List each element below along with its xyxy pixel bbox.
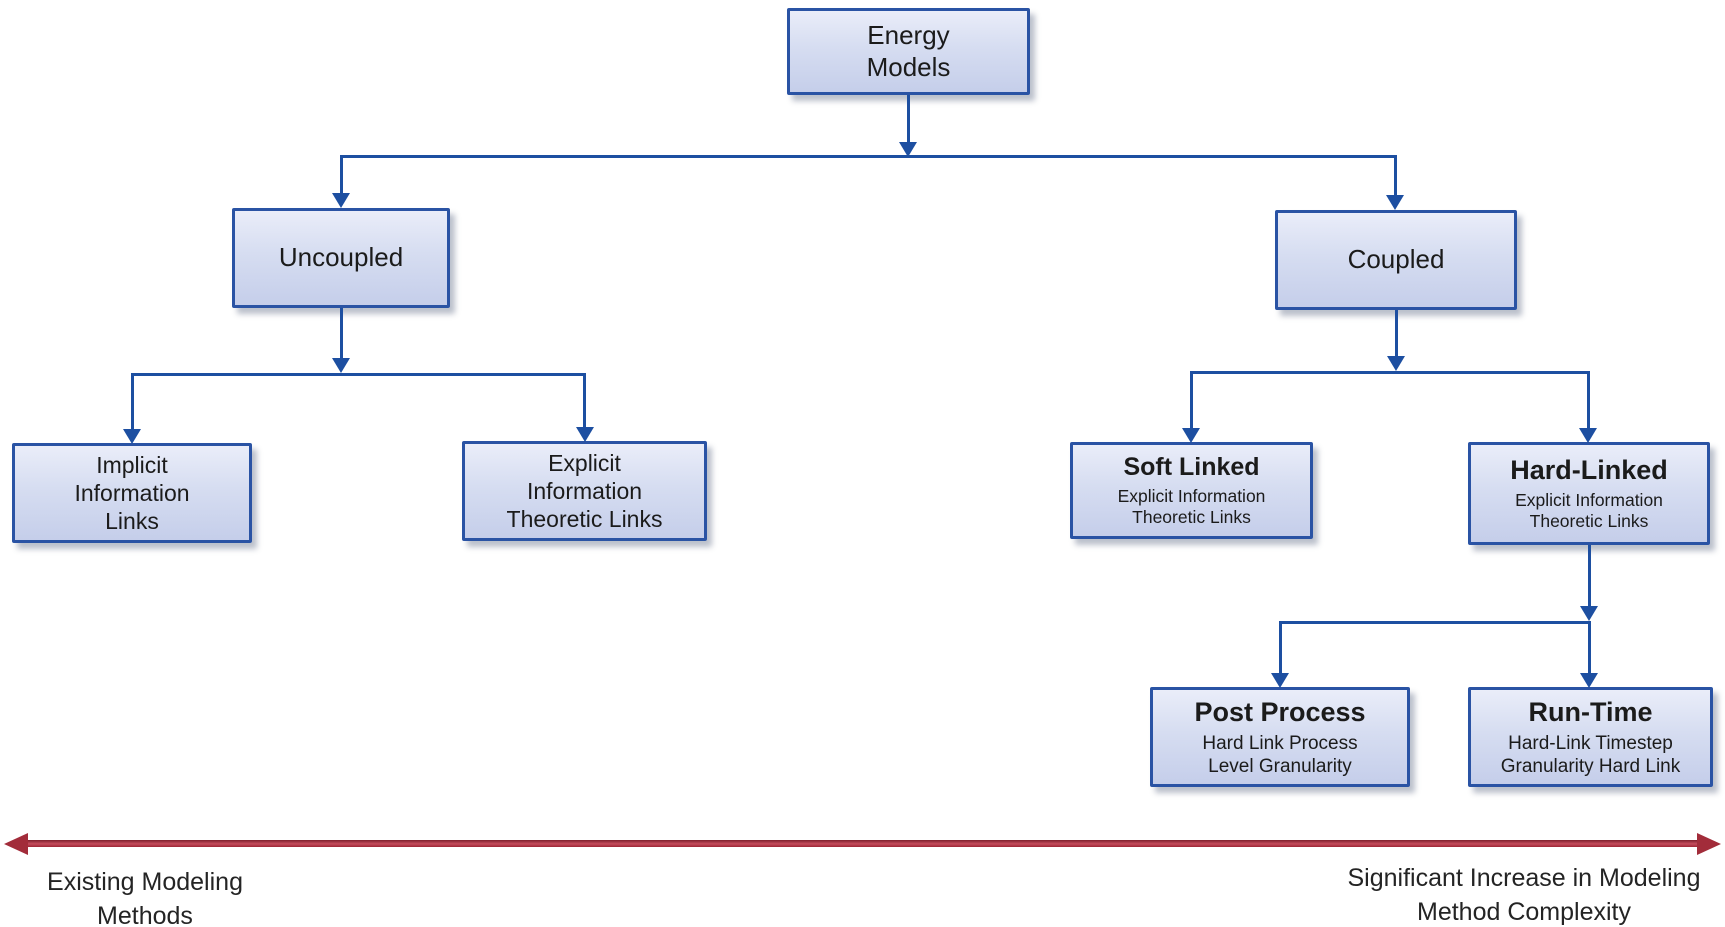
arrowhead-to-soft-linked-icon	[1182, 428, 1200, 443]
node-subtitle: Explicit Information Theoretic Links	[1117, 485, 1266, 528]
connector-hard-linked-branch	[1280, 621, 1589, 624]
node-subtitle: Hard Link Process Level Granularity	[1202, 732, 1358, 777]
arrowhead-hard-linked-split-icon	[1580, 606, 1598, 621]
connector-drop-run-time	[1588, 621, 1591, 675]
node-title: Energy Models	[866, 19, 951, 82]
node-energy-models: Energy Models	[787, 8, 1030, 95]
node-title: Coupled	[1347, 244, 1445, 275]
connector-drop-explicit	[583, 373, 586, 427]
arrowhead-root-to-split-icon	[899, 142, 917, 157]
arrowhead-to-explicit-icon	[576, 427, 594, 442]
arrowhead-to-run-time-icon	[1580, 673, 1598, 688]
arrowhead-uncoupled-split-icon	[332, 358, 350, 373]
node-title: Hard-Linked	[1510, 455, 1668, 486]
arrowhead-to-post-process-icon	[1271, 673, 1289, 688]
node-implicit-information-links: Implicit Information Links	[12, 443, 252, 543]
connector-hard-linked-stem	[1588, 545, 1591, 608]
connector-coupled-stem	[1395, 310, 1398, 358]
connector-drop-uncoupled	[340, 155, 343, 195]
node-run-time: Run-Time Hard-Link Timestep Granularity …	[1468, 687, 1713, 787]
arrowhead-to-hard-linked-icon	[1579, 428, 1597, 443]
arrowhead-to-coupled-icon	[1386, 195, 1404, 210]
axis-right-arrowhead-icon	[1697, 833, 1721, 855]
arrowhead-to-uncoupled-icon	[332, 193, 350, 208]
axis-label-existing-methods: Existing Modeling Methods	[47, 868, 243, 927]
node-title: Explicit Information Theoretic Links	[506, 449, 663, 533]
node-title: Soft Linked	[1123, 453, 1260, 482]
arrowhead-coupled-split-icon	[1387, 356, 1405, 371]
complexity-axis-arrow	[26, 840, 1699, 847]
arrowhead-to-implicit-icon	[123, 429, 141, 444]
node-subtitle: Explicit Information Theoretic Links	[1515, 490, 1663, 532]
axis-left-arrowhead-icon	[4, 833, 28, 855]
node-title: Uncoupled	[278, 242, 404, 273]
node-soft-linked: Soft Linked Explicit Information Theoret…	[1070, 442, 1313, 539]
connector-drop-hard-linked	[1587, 371, 1590, 430]
node-coupled: Coupled	[1275, 210, 1517, 310]
connector-uncoupled-stem	[340, 308, 343, 360]
connector-drop-coupled	[1394, 155, 1397, 197]
connector-drop-implicit	[131, 373, 134, 431]
node-post-process: Post Process Hard Link Process Level Gra…	[1150, 687, 1410, 787]
axis-label-increased-complexity: Significant Increase in Modeling Method …	[1347, 864, 1701, 926]
node-explicit-information-theoretic-links: Explicit Information Theoretic Links	[462, 441, 707, 541]
node-hard-linked: Hard-Linked Explicit Information Theoret…	[1468, 442, 1710, 545]
connector-uncoupled-branch	[132, 373, 585, 376]
node-uncoupled: Uncoupled	[232, 208, 450, 308]
node-subtitle: Hard-Link Timestep Granularity Hard Link	[1500, 732, 1681, 777]
connector-coupled-branch	[1192, 371, 1589, 374]
connector-drop-post-process	[1279, 621, 1282, 675]
connector-root-branch	[341, 155, 1396, 158]
connector-drop-soft-linked	[1190, 371, 1193, 430]
connector-root-stem	[907, 95, 910, 143]
node-title: Run-Time	[1528, 696, 1653, 727]
node-title: Implicit Information Links	[74, 451, 190, 535]
node-title: Post Process	[1194, 696, 1366, 727]
